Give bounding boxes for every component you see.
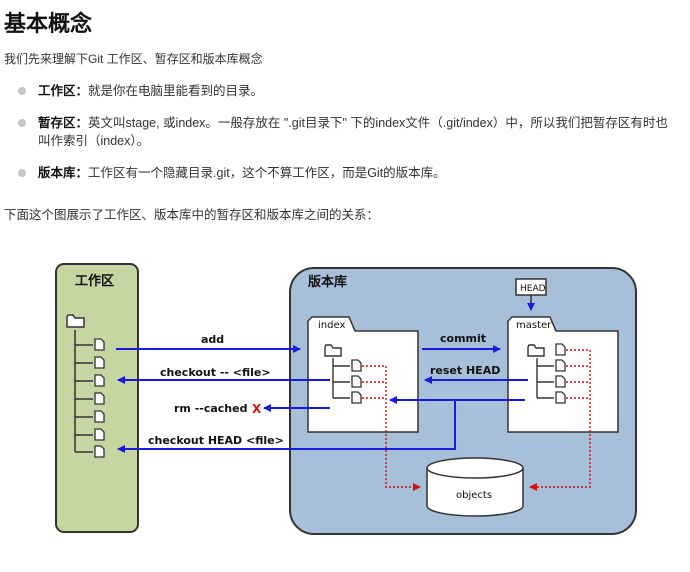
reset-head-label: reset HEAD (430, 364, 500, 377)
page-title: 基本概念 (4, 11, 93, 36)
list-item: 版本库：工作区有一个隐藏目录.git，这个不算工作区，而是Git的版本库。 (0, 164, 678, 182)
point-text: 工作区有一个隐藏目录.git，这个不算工作区，而是Git的版本库。 (88, 166, 446, 180)
file-icon (94, 338, 105, 351)
file-icon (351, 359, 362, 372)
master-file-icons (555, 343, 566, 404)
add-label: add (201, 333, 224, 346)
index-object-links (362, 365, 421, 491)
point-label: 暂存区： (38, 116, 89, 130)
file-icon (555, 343, 566, 356)
master-folder (507, 316, 619, 433)
commit-label: commit (440, 332, 486, 345)
file-icon (94, 356, 105, 369)
head-label: HEAD (520, 284, 546, 294)
workspace-file-tree (75, 344, 93, 453)
file-icon (555, 391, 566, 404)
file-icon (94, 445, 105, 458)
file-icon (555, 375, 566, 388)
index-folder-icon (324, 344, 342, 357)
file-icon (94, 428, 105, 441)
point-text: 就是你在电脑里能看到的目录。 (88, 84, 264, 98)
master-object-links (529, 349, 591, 491)
rm-cached-mark: X (252, 402, 262, 416)
file-icon (94, 374, 105, 387)
list-item: 工作区：就是你在电脑里能看到的目录。 (0, 82, 678, 100)
relation-text: 下面这个图展示了工作区、版本库中的暂存区和版本库之间的关系： (4, 208, 380, 222)
index-file-icons (351, 359, 362, 404)
list-item: 暂存区：英文叫stage, 或index。一般存放在 ".git目录下" 下的i… (0, 114, 678, 150)
workspace-folder-icon (66, 314, 85, 328)
file-icon (351, 375, 362, 388)
intro-text: 我们先来理解下Git 工作区、暂存区和版本库概念 (4, 52, 263, 66)
workspace-label: 工作区 (75, 273, 114, 289)
rm-cached-label: rm --cached (174, 402, 247, 415)
file-icon (94, 392, 105, 405)
point-label: 版本库： (38, 166, 89, 180)
objects-label: objects (456, 490, 492, 501)
file-icon (351, 391, 362, 404)
point-text: 英文叫stage, 或index。一般存放在 ".git目录下" 下的index… (38, 116, 668, 148)
bullet-icon (18, 87, 26, 95)
checkout-label: checkout -- <file> (160, 366, 271, 379)
point-label: 工作区： (38, 84, 89, 98)
bullet-icon (18, 119, 26, 127)
bullet-icon (18, 169, 26, 177)
blue-arrows (116, 345, 528, 453)
repository-label: 版本库 (308, 274, 347, 290)
checkout-head-label: checkout HEAD <file> (148, 434, 284, 447)
concept-list: 工作区：就是你在电脑里能看到的目录。 暂存区：英文叫stage, 或index。… (0, 82, 690, 196)
index-folder (307, 316, 419, 433)
objects-store (426, 457, 524, 517)
index-label: index (318, 320, 345, 331)
master-folder-icon (527, 344, 545, 357)
file-icon (555, 359, 566, 372)
file-icon (94, 410, 105, 423)
master-label: master (516, 320, 552, 331)
checkout-head-arrow (117, 400, 456, 453)
workspace-file-icons (94, 338, 105, 458)
